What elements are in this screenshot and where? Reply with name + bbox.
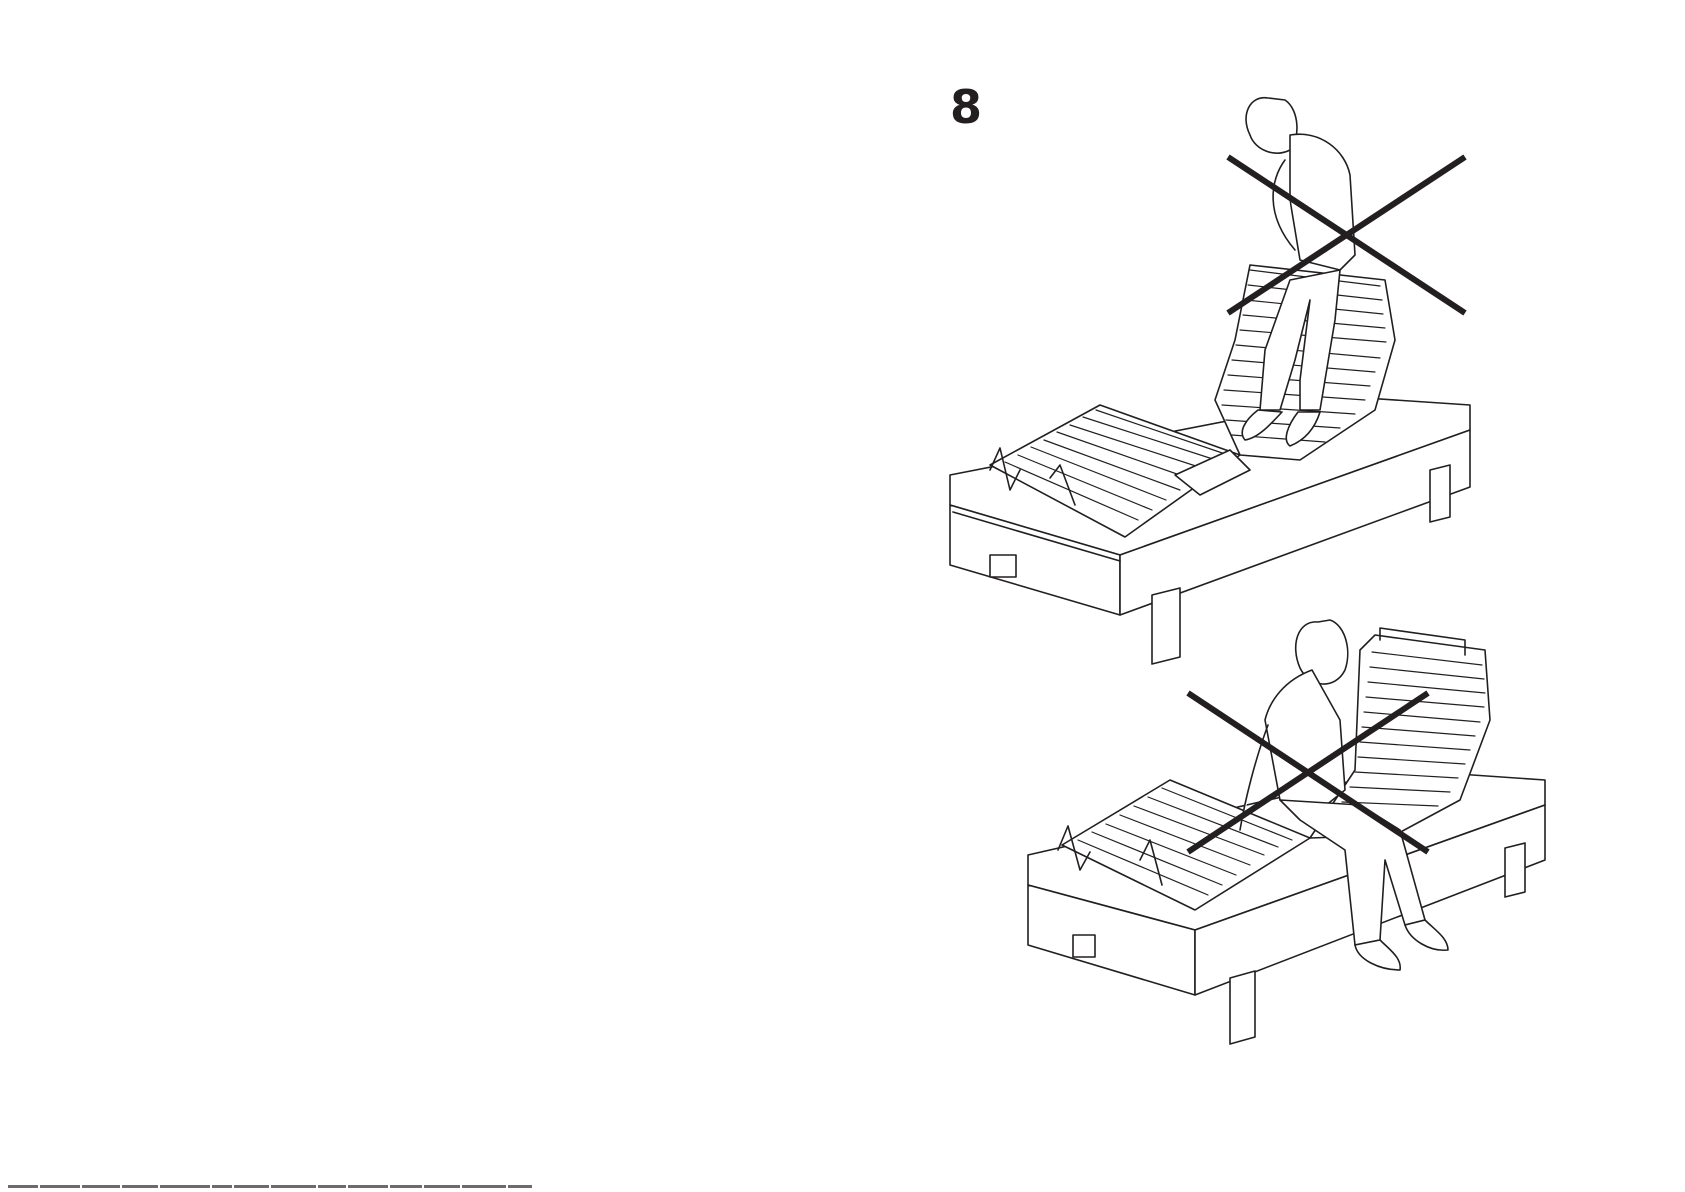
person-foot <box>1405 920 1448 950</box>
bed-leg <box>1505 843 1525 897</box>
bed-leg <box>1230 971 1255 1044</box>
person-foot <box>1355 940 1400 970</box>
print-code-strip <box>8 1183 538 1189</box>
bed-frame-illustration-top <box>950 265 1470 664</box>
bed-leg <box>1073 935 1095 957</box>
bed-leg <box>1152 588 1180 664</box>
bed-leg <box>990 555 1016 577</box>
bed-leg <box>1430 465 1450 522</box>
